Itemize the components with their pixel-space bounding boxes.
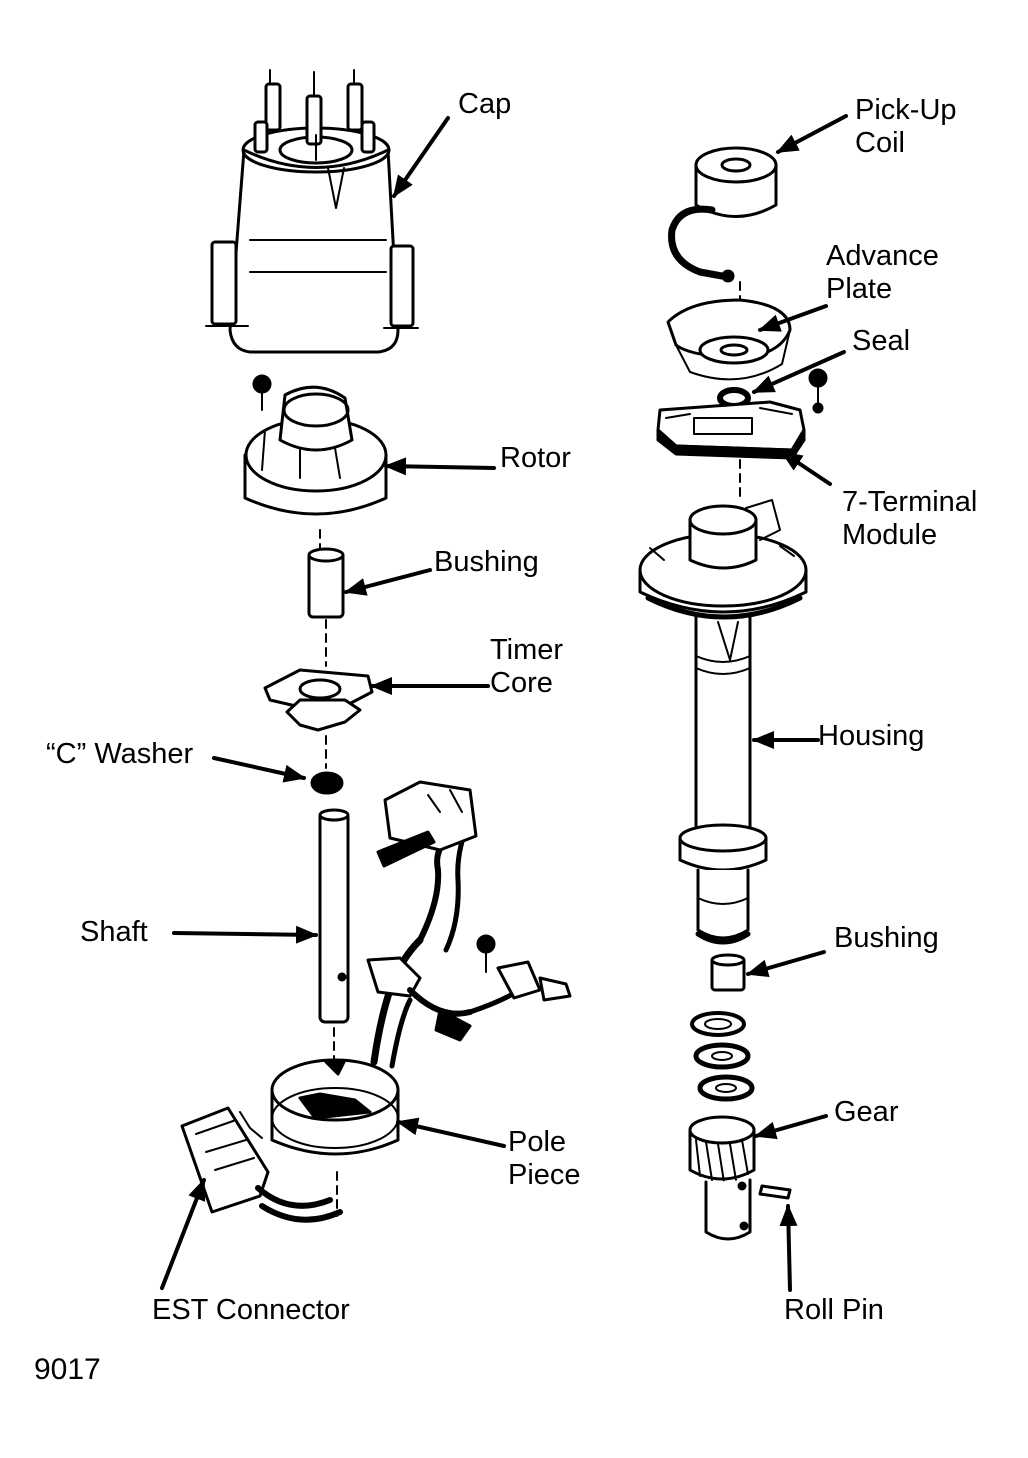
label-roll-pin: Roll Pin	[784, 1294, 884, 1326]
label-timer-core-line2: Core	[490, 667, 553, 699]
label-bushing-left: Bushing	[434, 546, 539, 578]
pole-piece-part	[270, 1058, 400, 1156]
pickup-coil-part	[668, 146, 778, 283]
label-module-line1: 7-Terminal	[842, 486, 978, 518]
label-timer-core-line1: Timer	[490, 634, 564, 666]
label-pole-piece-line1: Pole	[508, 1126, 567, 1158]
label-advance-plate-line1: Advance	[826, 240, 939, 272]
module-part	[656, 400, 806, 460]
screw-part	[808, 368, 828, 414]
label-housing: Housing	[818, 720, 925, 752]
label-pickup-coil-line1: Pick-Up	[855, 94, 957, 126]
label-gear: Gear	[834, 1096, 899, 1128]
housing-part	[638, 499, 808, 945]
label-est-connector: EST Connector	[152, 1294, 350, 1326]
label-timer-core: Timer Core	[490, 634, 563, 700]
label-rotor: Rotor	[500, 442, 571, 474]
arrow-roll-pin	[779, 1204, 798, 1292]
arrow-advance-plate	[758, 304, 828, 332]
advance-plate-part	[666, 298, 792, 381]
arrow-c-washer	[212, 756, 306, 783]
leader-arrows	[160, 114, 848, 1292]
c-washer-part	[310, 771, 344, 795]
label-c-washer: “C” Washer	[46, 738, 194, 770]
rotor-part	[243, 374, 388, 516]
label-seal: Seal	[852, 325, 911, 357]
label-pickup-coil: Pick-Up Coil	[855, 94, 957, 160]
cap-part	[205, 69, 419, 354]
label-cap: Cap	[458, 88, 512, 120]
gear-part	[688, 1115, 756, 1241]
arrow-shaft	[172, 925, 318, 944]
arrow-pickup-coil	[776, 114, 848, 154]
label-bushing-right: Bushing	[834, 922, 939, 954]
timer-core-part	[263, 668, 374, 732]
roll-pin-part	[758, 1184, 792, 1200]
arrow-gear	[754, 1114, 828, 1140]
arrow-bushing-right	[746, 950, 826, 978]
arrow-cap	[392, 116, 450, 198]
bushing-left-part	[307, 547, 345, 619]
arrow-rotor	[384, 457, 496, 476]
label-advance-plate-line2: Plate	[826, 273, 893, 305]
label-shaft: Shaft	[80, 916, 148, 948]
label-pickup-coil-line2: Coil	[855, 127, 905, 159]
arrow-seal	[752, 350, 846, 394]
arrow-pole-piece	[396, 1117, 506, 1148]
arrow-module	[780, 450, 832, 486]
washers-part	[690, 1011, 755, 1102]
bushing-right-part	[710, 953, 746, 992]
figure-number: 9017	[34, 1353, 101, 1386]
arrow-bushing-left	[344, 568, 432, 596]
shaft-part	[318, 808, 350, 1024]
label-module: 7-Terminal Module	[842, 486, 977, 552]
wiring-harness-part	[366, 780, 572, 1069]
label-module-line2: Module	[842, 519, 938, 551]
label-pole-piece: Pole Piece	[508, 1126, 581, 1192]
label-pole-piece-line2: Piece	[508, 1159, 581, 1191]
arrow-est-connector	[160, 1178, 206, 1290]
label-advance-plate: Advance Plate	[826, 240, 939, 306]
